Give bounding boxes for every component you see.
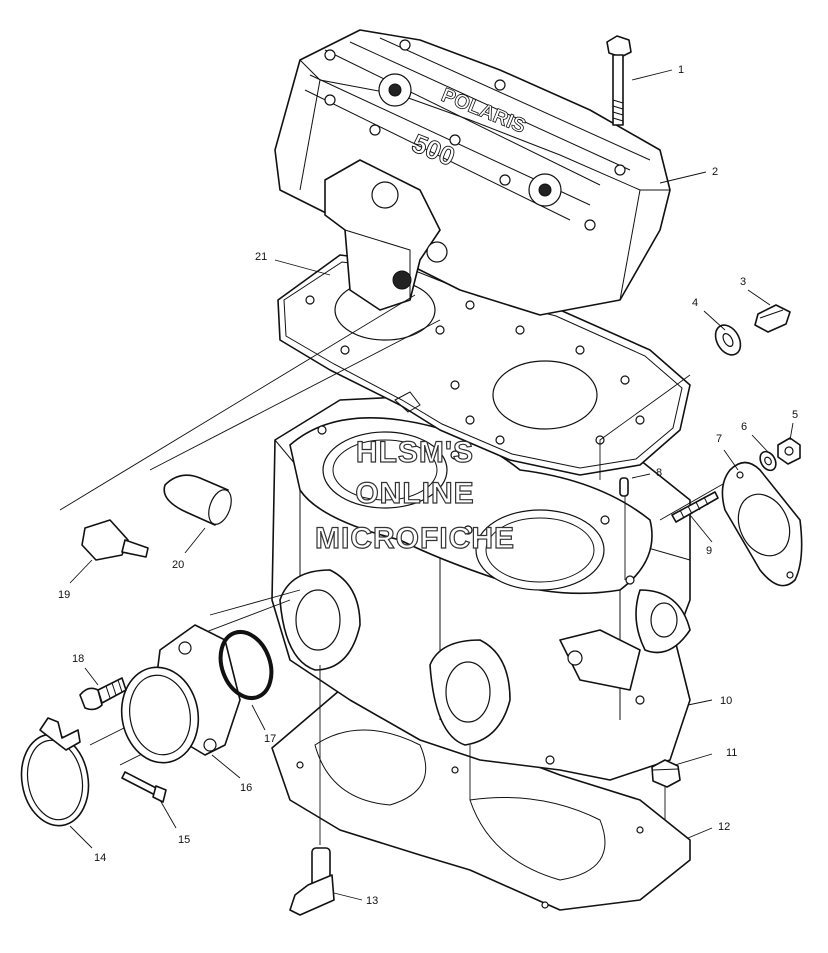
callout-19: 19 [58,589,70,601]
callout-1: 1 [678,64,684,76]
callout-16: 16 [240,782,252,794]
hose-clamp [20,717,90,827]
temperature-sensor [81,519,149,561]
adaptor-screw [79,677,127,711]
callout-15: 15 [178,834,190,846]
water-fitting [289,847,335,916]
callout-12: 12 [718,821,730,833]
callout-11: 11 [726,747,737,759]
watermark: HLSM'S ONLINE MICROFICHE [314,435,515,555]
callout-18: 18 [72,653,84,665]
callout-7: 7 [716,433,722,445]
cylinder-nut [651,759,681,788]
intake-adaptor [120,624,241,764]
sensor-insulator [163,474,232,526]
callout-20: 20 [172,559,184,571]
exhaust-gasket [721,461,803,587]
callout-10: 10 [720,695,732,707]
callout-6: 6 [741,421,747,433]
watermark-line-1: HLSM'S [356,436,474,469]
watermark-line-2: ONLINE [355,477,474,510]
callout-9: 9 [706,545,712,557]
clamp-screw [121,771,167,803]
callout-8: 8 [656,467,662,479]
callout-21: 21 [255,251,267,263]
lock-washer [759,450,777,472]
dowel-pin [619,477,629,497]
o-ring [218,630,274,700]
exhaust-stud [671,491,719,523]
callout-3: 3 [740,276,746,288]
callout-17: 17 [264,733,276,745]
callout-2: 2 [712,166,718,178]
cylinder-block [271,394,691,781]
callout-4: 4 [692,297,698,309]
watermark-line-3: MICROFICHE [315,522,515,555]
cylinder-head: POLARIS 500 [274,29,671,316]
callout-numbers: 1 2 3 4 5 6 7 8 9 10 11 12 13 14 15 16 1… [58,64,798,907]
head-bolt [606,35,632,126]
callout-leaders [69,69,794,901]
callout-5: 5 [792,409,798,421]
exhaust-nut [777,437,801,465]
callout-14: 14 [94,852,106,864]
sealing-washer [714,324,742,356]
callout-13: 13 [366,895,378,907]
plug-screw [754,304,791,333]
